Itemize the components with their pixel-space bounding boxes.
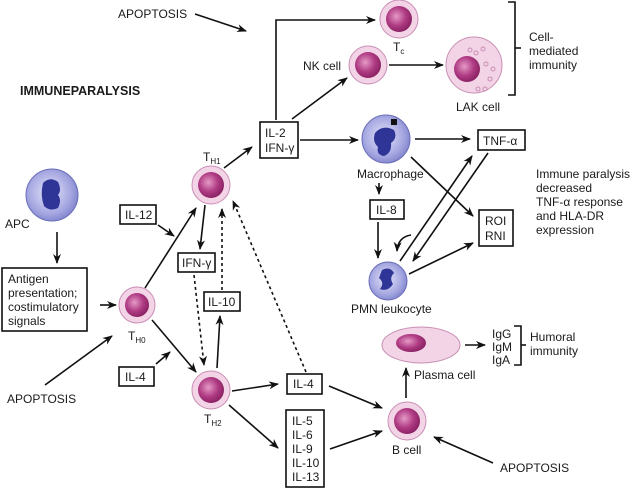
paralysis-2: decreased [536, 181, 592, 195]
il-multi-box [285, 409, 325, 488]
humoral-2: immunity [530, 344, 578, 358]
arrow-ilmulti-bcell [329, 430, 383, 450]
iga-label: IgA [492, 353, 510, 367]
apoptosis-top: APOPTOSIS [118, 7, 187, 21]
th0-cell [118, 286, 156, 324]
antigen-line-4: signals [8, 314, 45, 328]
cell-mediated-2: mediated [529, 44, 578, 58]
lak-label: LAK cell [456, 100, 500, 114]
arrow-th0-th2 [151, 319, 197, 373]
arrow-il4-left [155, 351, 171, 365]
nk-cell [348, 45, 388, 85]
arrow-th1-il2 [223, 146, 253, 169]
il2-ifn-box [259, 121, 299, 159]
il-multi-3: IL-9 [292, 442, 313, 456]
th2-cell [191, 370, 231, 410]
macrophage-label: Macrophage [357, 167, 424, 181]
arrow-th1-ifn [197, 204, 206, 250]
antigen-presentation-box [1, 267, 88, 332]
il-multi-2: IL-6 [292, 428, 313, 442]
arrow-pmn-autocrine [393, 234, 412, 252]
macrophage-cell [361, 114, 411, 164]
paralysis-1: Immune paralysis [536, 167, 630, 181]
arrow-apoptosis-top [194, 13, 247, 32]
arrow-apoptosis-bottom [433, 436, 494, 464]
bcell-label: B cell [392, 443, 421, 457]
il10-box [203, 291, 241, 312]
il4-right-label: IL-4 [293, 377, 314, 391]
arrow-ifn-th2-dashed [193, 274, 207, 366]
ifn-gamma-label: IFN-γ [265, 141, 294, 155]
arrow-il2-tc [275, 16, 376, 120]
igm-label: IgM [492, 340, 512, 354]
arrow-tnf-pmn [412, 152, 489, 262]
th2-label: TH2 [204, 412, 222, 428]
tc-cell [379, 0, 419, 39]
arrow-th0-th1 [144, 207, 197, 289]
apc-label: APC [5, 217, 30, 231]
tnf-label: TNF-α [483, 134, 517, 148]
arrow-th2-ilmulti [228, 404, 279, 449]
title: IMMUNEPARALYSIS [20, 84, 140, 98]
th1-label: TH1 [203, 150, 221, 166]
arrow-th2-il4 [231, 381, 279, 392]
rni-label: RNI [485, 229, 506, 243]
il8-label: IL-8 [376, 203, 397, 217]
pmn-cell [368, 261, 408, 301]
cell-mediated-bracket [508, 1, 516, 96]
th1-cell [191, 165, 231, 205]
cell-mediated-3: immunity [529, 58, 577, 72]
il10-label: IL-10 [208, 295, 236, 309]
plasma-label: Plasma cell [414, 368, 475, 382]
antigen-line-2: presentation; [8, 286, 77, 300]
paralysis-5: expression [536, 223, 594, 237]
il4-right-box [286, 373, 323, 395]
arrow-pmn-tnf [399, 155, 473, 262]
il-multi-4: IL-10 [292, 456, 320, 470]
il-multi-1: IL-5 [292, 414, 313, 428]
cell-mediated-1: Cell- [529, 30, 554, 44]
plasma-cell [381, 326, 461, 364]
arrow-th2-il10 [215, 315, 224, 369]
th0-label: TH0 [128, 329, 146, 345]
il-multi-5: IL-13 [292, 470, 320, 484]
nk-label: NK cell [303, 59, 341, 73]
paralysis-3: TNF-α response [536, 195, 623, 209]
arrow-il12 [157, 224, 175, 237]
apoptosis-left: APOPTOSIS [7, 392, 76, 406]
il12-label: IL-12 [125, 208, 153, 222]
arrow-il4-bcell [328, 385, 383, 409]
il4-left-box [118, 366, 155, 387]
arrow-macrophage-roi [410, 156, 474, 217]
paralysis-4: and HLA-DR [536, 209, 604, 223]
b-cell [387, 401, 427, 441]
antigen-line-1: Antigen [8, 272, 49, 286]
ifn-label: IFN-γ [182, 256, 211, 270]
tc-label: Tc [393, 40, 404, 56]
roi-label: ROI [485, 214, 506, 228]
ifn-box [177, 252, 216, 273]
apc-cell [25, 168, 79, 222]
tnf-box [477, 129, 526, 151]
apoptosis-bottom: APOPTOSIS [500, 461, 569, 475]
pmn-label: PMN leukocyte [351, 302, 432, 316]
arrow-pmn-roi [408, 242, 474, 275]
il12-box [119, 204, 157, 225]
antigen-line-3: costimulatory [8, 300, 79, 314]
arrow-il2-nk [291, 77, 348, 120]
il4-left-label: IL-4 [125, 370, 146, 384]
igg-label: IgG [492, 327, 511, 341]
lak-cell [445, 36, 503, 94]
humoral-bracket [514, 325, 522, 366]
roi-rni-box [478, 209, 514, 247]
arrow-apoptosis-left [44, 335, 113, 386]
il2-label: IL-2 [265, 126, 286, 140]
arrow-il4-th1-dashed [232, 200, 307, 373]
il8-box [369, 199, 405, 220]
humoral-1: Humoral [530, 330, 575, 344]
